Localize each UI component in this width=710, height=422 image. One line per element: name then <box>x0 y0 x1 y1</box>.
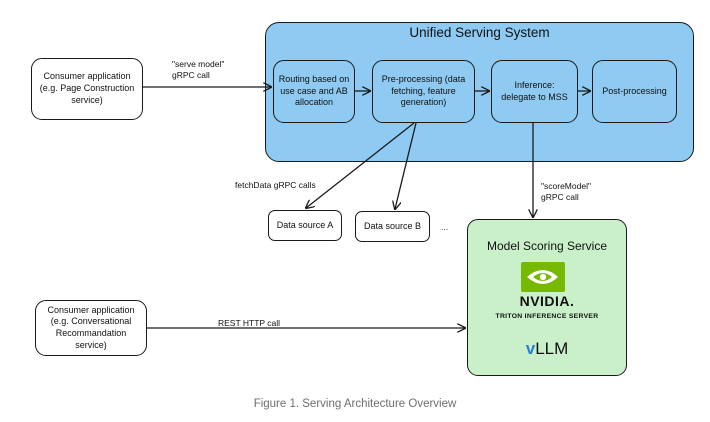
consumer-app-page-construction: Consumer application (e.g. Page Construc… <box>31 58 143 120</box>
score-model-edge-label: "scoreModel" gRPC call <box>541 181 591 202</box>
vllm-logo-v: v <box>525 339 536 358</box>
rest-http-edge-label: REST HTTP call <box>218 318 281 328</box>
figure-caption: Figure 1. Serving Architecture Overview <box>253 398 457 410</box>
data-source-b: Data source B <box>355 211 430 242</box>
vllm-logo: vLLM <box>467 339 627 359</box>
data-source-a: Data source A <box>268 210 342 241</box>
model-scoring-service-title: Model Scoring Service <box>486 239 608 253</box>
routing-step: Routing based on use case and AB allocat… <box>273 60 355 123</box>
preprocessing-step: Pre-processing (data fetching, feature g… <box>372 60 475 123</box>
inference-step: Inference: delegate to MSS <box>491 60 578 123</box>
nvidia-wordmark: NVIDIA. <box>519 293 575 309</box>
triton-inference-server-label: TRITON INFERENCE SERVER <box>495 313 599 320</box>
consumer-app-conversational: Consumer application (e.g. Conversationa… <box>35 300 147 356</box>
model-scoring-service-container <box>467 219 627 376</box>
postprocessing-step: Post-processing <box>592 60 677 123</box>
fetch-data-edge-label: fetchData gRPC calls <box>235 180 316 190</box>
serve-model-edge-label: "serve model" gRPC call <box>172 59 225 80</box>
unified-serving-system-title: Unified Serving System <box>409 25 550 40</box>
more-data-sources-ellipsis: ... <box>441 222 449 232</box>
vllm-logo-llm: LLM <box>535 339 569 358</box>
